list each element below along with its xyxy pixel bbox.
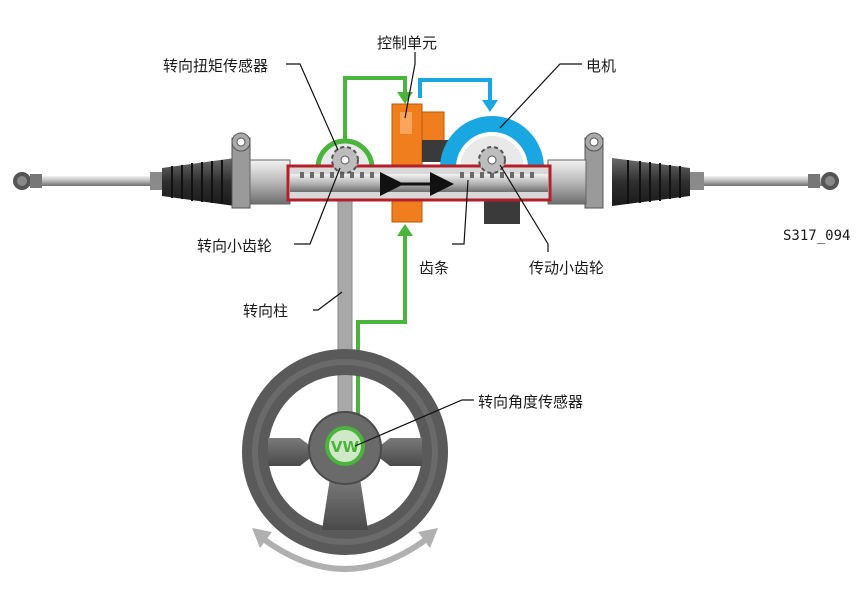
motor-control-line [418,78,492,100]
angle-signal-arrowhead [397,224,413,236]
right-mount-bracket [547,132,604,209]
angle-sensor-label: 转向角度传感器 [478,393,584,411]
drive-pinion-label: 传动小齿轮 [529,259,605,277]
steering-pinion-label: 转向小齿轮 [197,237,273,255]
leader-lines [286,52,582,447]
right-boot [612,158,690,206]
left-boot [162,158,235,206]
torque-signal-arrowhead [397,92,413,104]
rack-label: 齿条 [419,259,450,277]
figure-id: S317_094 [783,228,851,244]
steering-pinion [331,146,359,174]
left-mount-bracket [231,132,291,209]
drive-pinion [478,146,506,174]
torque-sensor-label: 转向扭矩传感器 [163,57,269,75]
control-unit-label: 控制单元 [377,34,438,52]
steering-column-label: 转向柱 [243,302,289,320]
angle-signal-line [356,236,407,430]
steering-column [337,174,353,436]
motor-control-arrowhead [482,100,498,112]
right-tie-rod [688,172,839,190]
svg-text:VW: VW [331,438,360,456]
motor-label: 电机 [586,57,617,75]
left-tie-rod [13,172,166,190]
vw-logo: VW [325,426,365,466]
torque-signal-line [343,76,407,140]
rotation-arrow [252,528,438,572]
rack [290,172,548,192]
control-unit [391,103,520,224]
